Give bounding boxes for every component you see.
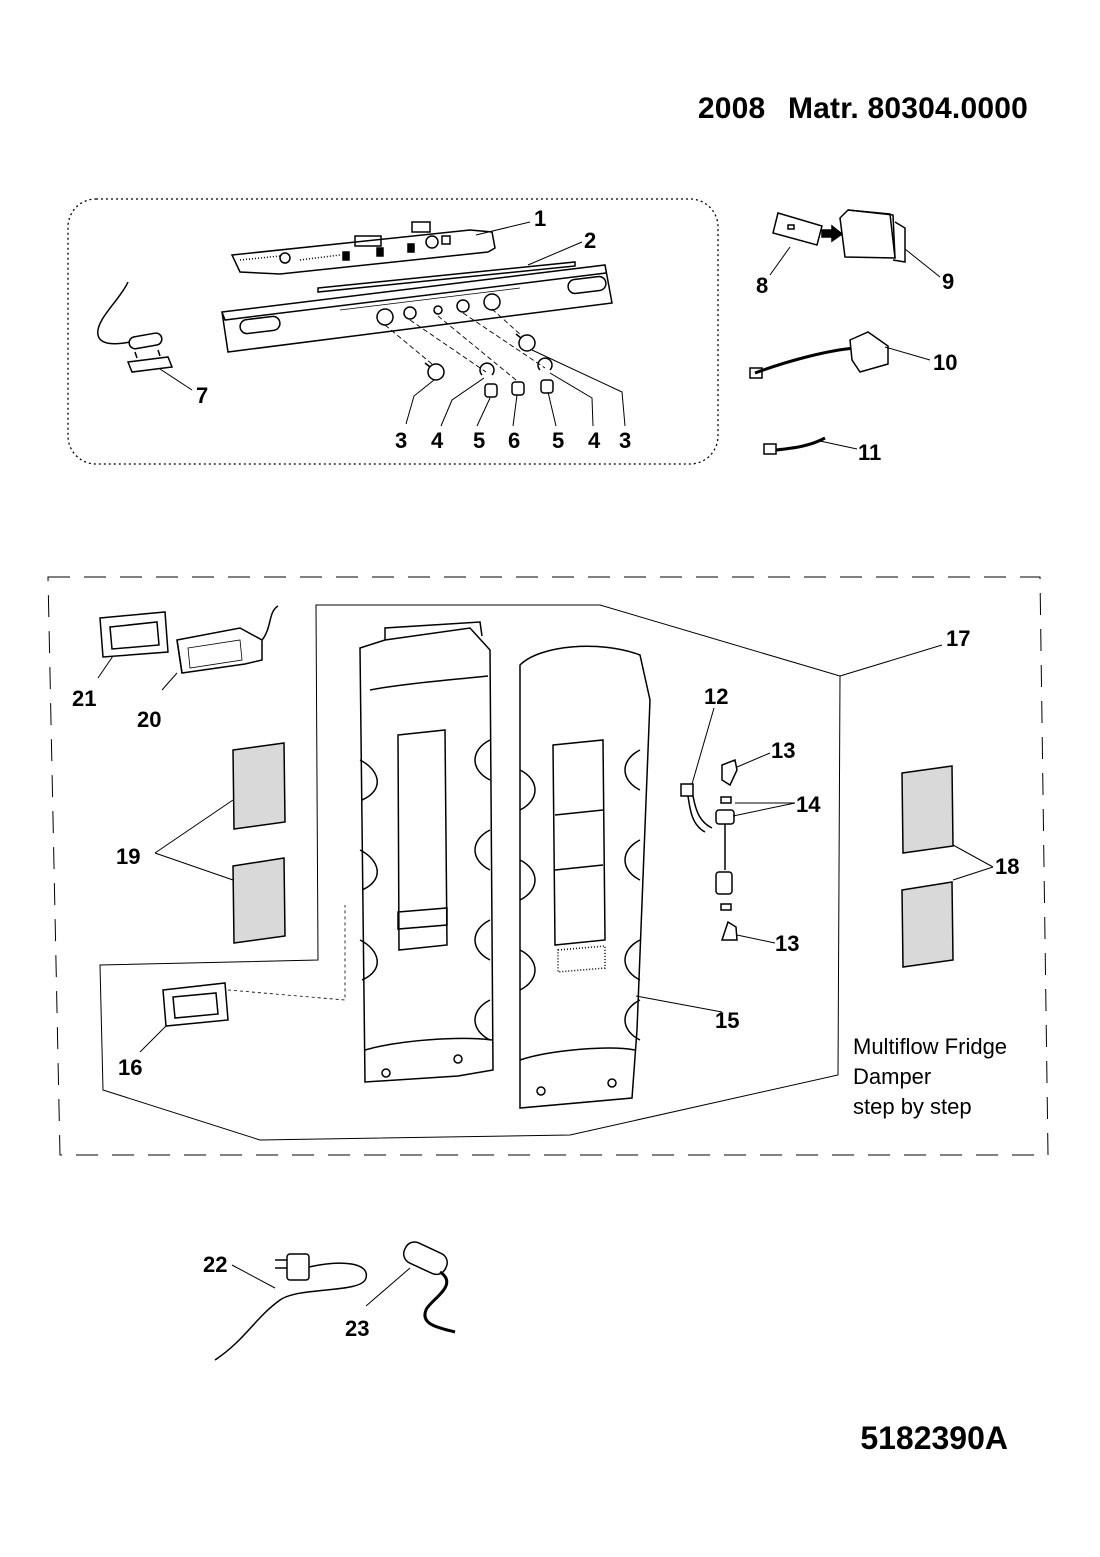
header: 2008 Matr. 80304.0000 (698, 92, 1028, 126)
label-21: 21 (72, 686, 96, 711)
label-13-upper: 13 (771, 738, 795, 763)
panel-18-lower (901, 881, 954, 968)
leader-lines (97, 221, 994, 1307)
panel-18-upper (901, 765, 954, 854)
label-2: 2 (584, 228, 596, 253)
label-18: 18 (995, 854, 1019, 879)
temperature-sensor (97, 281, 174, 373)
lamp-cover-13-lower (720, 920, 738, 941)
label-7: 7 (196, 383, 208, 408)
document-code: 5182390A (860, 1420, 1008, 1456)
lamp-wiring-12 (680, 783, 713, 833)
label-4-left: 4 (431, 428, 444, 453)
label-23: 23 (345, 1316, 369, 1341)
knob-right (515, 333, 536, 352)
lamp-sockets-14 (715, 796, 735, 911)
circuit-board (230, 221, 496, 275)
label-8: 8 (756, 273, 768, 298)
control-panel-group-frame (67, 198, 719, 465)
assembly-guides (384, 308, 546, 381)
header-year: 2008 (697, 92, 766, 125)
label-10: 10 (933, 350, 957, 375)
note-line-1: Multiflow Fridge (853, 1034, 1008, 1059)
lamp-center (511, 381, 525, 396)
wiring-harness-10 (749, 331, 889, 379)
label-17: 17 (946, 626, 970, 651)
capacitor-23 (402, 1241, 456, 1334)
frame-21 (99, 611, 169, 658)
control-module (839, 209, 906, 263)
insert-arrow (821, 224, 844, 243)
frame-16-guide (227, 905, 346, 1001)
note-line-2: Damper (853, 1064, 932, 1089)
note-line-3: step by step (853, 1094, 972, 1119)
label-12: 12 (704, 684, 728, 709)
lamp-left (484, 383, 498, 398)
label-14: 14 (796, 792, 821, 817)
label-15: 15 (715, 1008, 739, 1033)
label-6: 6 (508, 428, 520, 453)
rating-card (772, 212, 823, 246)
duct-cover-right (519, 645, 651, 1109)
lamp-right (540, 379, 554, 394)
light-strip (317, 261, 576, 293)
wire-11 (763, 436, 826, 455)
label-16: 16 (118, 1055, 142, 1080)
damper-subgroup-outline (99, 604, 841, 1141)
label-5-left: 5 (473, 428, 485, 453)
label-3-right: 3 (619, 428, 631, 453)
damper-housing-20 (176, 605, 279, 674)
frame-16 (162, 982, 229, 1027)
panel-19-lower (232, 857, 286, 944)
duct-cover-left (359, 621, 494, 1083)
power-cord-22 (214, 1253, 367, 1361)
damper-note: Multiflow Fridge Damper step by step (853, 1032, 1007, 1122)
spacer-right (537, 357, 553, 371)
label-9: 9 (942, 269, 954, 294)
label-1: 1 (534, 206, 546, 231)
panel-19-upper (232, 742, 286, 830)
label-11: 11 (858, 440, 881, 465)
label-22: 22 (203, 1252, 227, 1277)
knob-left (424, 362, 445, 381)
lamp-cover-13-upper (721, 758, 738, 787)
spacer-left (479, 362, 495, 376)
label-20: 20 (137, 707, 161, 732)
label-3-left: 3 (395, 428, 407, 453)
label-13-lower: 13 (775, 931, 799, 956)
label-19: 19 (116, 844, 140, 869)
control-fascia (221, 264, 613, 353)
header-matr: Matr. 80304.0000 (787, 92, 1028, 125)
label-5-right: 5 (552, 428, 564, 453)
label-4-right: 4 (588, 428, 601, 453)
fridge-group-frame (47, 576, 1049, 1156)
